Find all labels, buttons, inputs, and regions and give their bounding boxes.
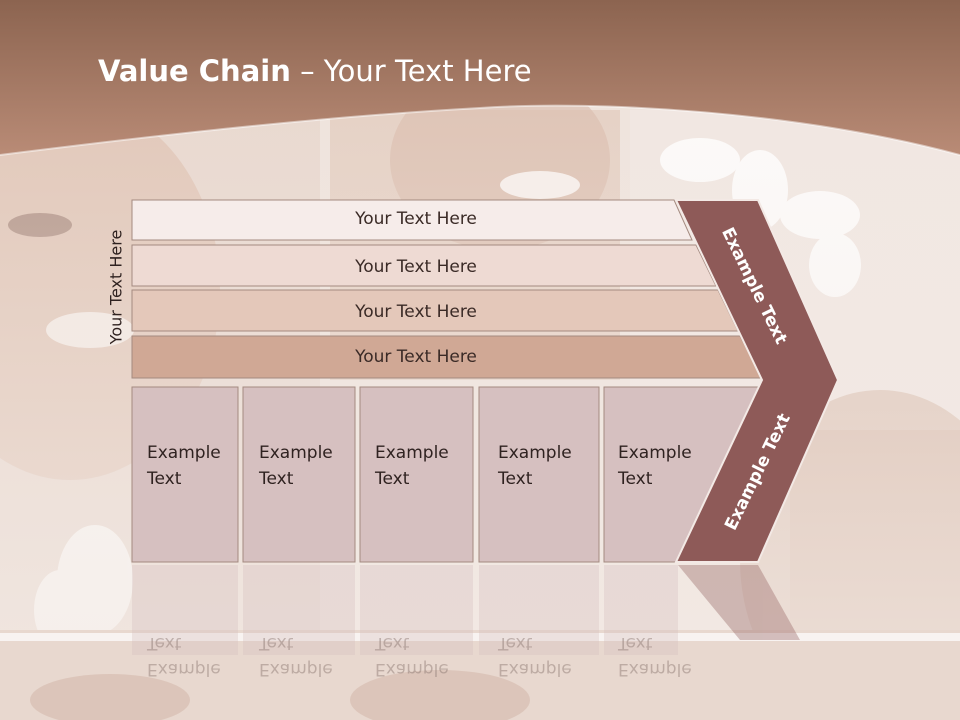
title-bold: Value Chain <box>98 54 291 88</box>
support-row-1 <box>131 199 693 241</box>
primary-box-3 <box>359 386 474 563</box>
primary-box-4 <box>478 386 600 563</box>
support-row-1-label: Your Text Here <box>355 209 477 229</box>
margin-chevron <box>674 199 840 563</box>
support-row-2-label: Your Text Here <box>355 257 477 277</box>
slide-title: Value Chain – Your Text Here <box>98 54 532 88</box>
support-row-3-label: Your Text Here <box>355 302 477 322</box>
primary-box-1 <box>131 386 239 563</box>
title-rest: – Your Text Here <box>290 54 532 88</box>
primary-box-2 <box>242 386 356 563</box>
support-row-4-label: Your Text Here <box>355 347 477 367</box>
